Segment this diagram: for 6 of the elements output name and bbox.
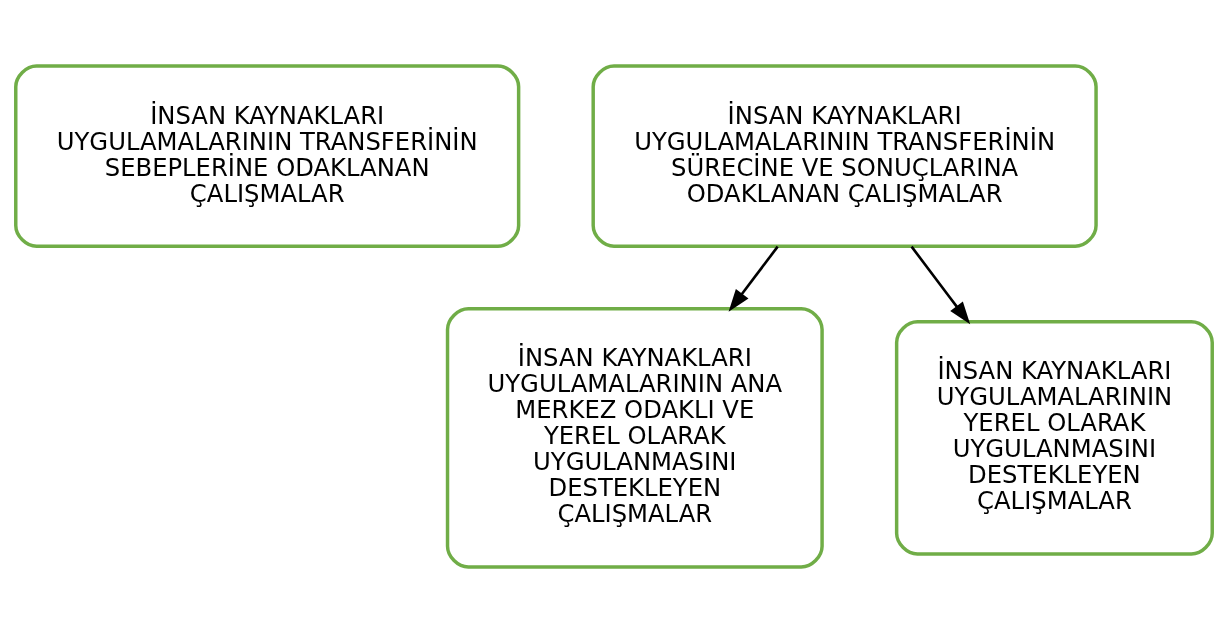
node-box: İNSAN KAYNAKLARI UYGULAMALARININ ANA MERKEZ ODAKLI VE YEREL OLARAK UYGULANMASINI DESTEKLEYEN ÇALIŞMALAR <box>445 306 824 569</box>
node-box: İNSAN KAYNAKLARI UYGULAMALARININ TRANSFERİNİN SÜRECİNE VE SONUÇLARINA ODAKLANAN ÇALIŞMALAR <box>591 64 1098 248</box>
arrow <box>910 245 971 325</box>
node-box: İNSAN KAYNAKLARI UYGULAMALARININ YEREL OLARAK UYGULANMASINI DESTEKLEYEN ÇALIŞMALAR <box>894 319 1214 556</box>
node-box: İNSAN KAYNAKLARI UYGULAMALARININ TRANSFERİNİN SEBEPLERİNE ODAKLANAN ÇALIŞMALAR <box>14 64 521 248</box>
arrow <box>728 245 779 312</box>
